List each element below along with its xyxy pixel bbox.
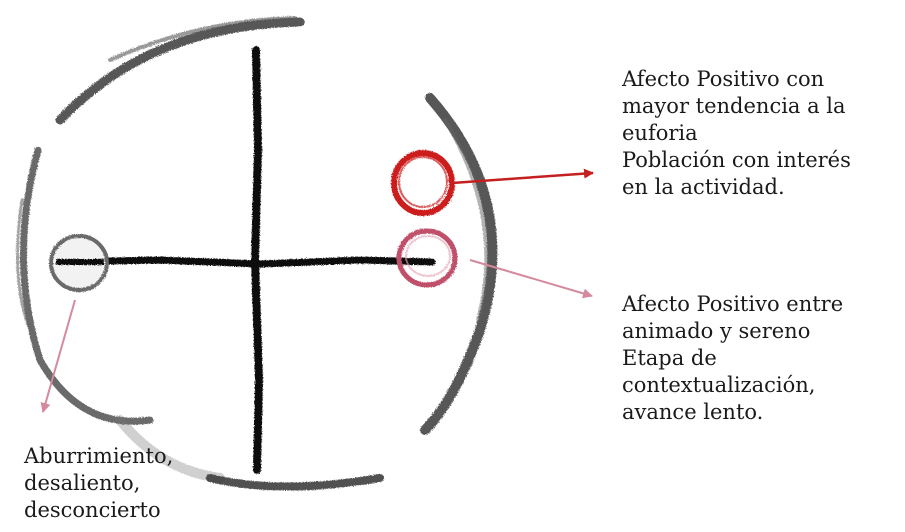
- annotation-line: desconcierto: [24, 497, 173, 524]
- annotation-line: Afecto Positivo entre: [622, 291, 843, 318]
- axes: [60, 50, 432, 470]
- horizontal-axis: [60, 260, 432, 264]
- annotation-line: animado y sereno: [622, 318, 843, 345]
- annotation-line: Aburrimiento,: [24, 443, 173, 470]
- arrows: [43, 173, 593, 412]
- annotation-line: Afecto Positivo con: [622, 66, 851, 93]
- marker-top-right: [394, 153, 452, 213]
- annotation-line: en la actividad.: [622, 174, 851, 201]
- annotation-line: avance lento.: [622, 399, 843, 426]
- annotation-top-right: Afecto Positivo con mayor tendencia a la…: [622, 66, 851, 201]
- annotation-bottom-left: Aburrimiento, desaliento, desconcierto: [24, 443, 173, 524]
- annotation-middle-right: Afecto Positivo entre animado y sereno E…: [622, 291, 843, 426]
- annotation-line: Población con interés: [622, 147, 851, 174]
- marker-left: [51, 236, 107, 290]
- annotation-line: Etapa de: [622, 345, 843, 372]
- vertical-axis: [255, 50, 259, 470]
- annotation-line: contextualización,: [622, 372, 843, 399]
- annotation-line: mayor tendencia a la: [622, 93, 851, 120]
- annotation-line: euforia: [622, 120, 851, 147]
- annotation-line: desaliento,: [24, 470, 173, 497]
